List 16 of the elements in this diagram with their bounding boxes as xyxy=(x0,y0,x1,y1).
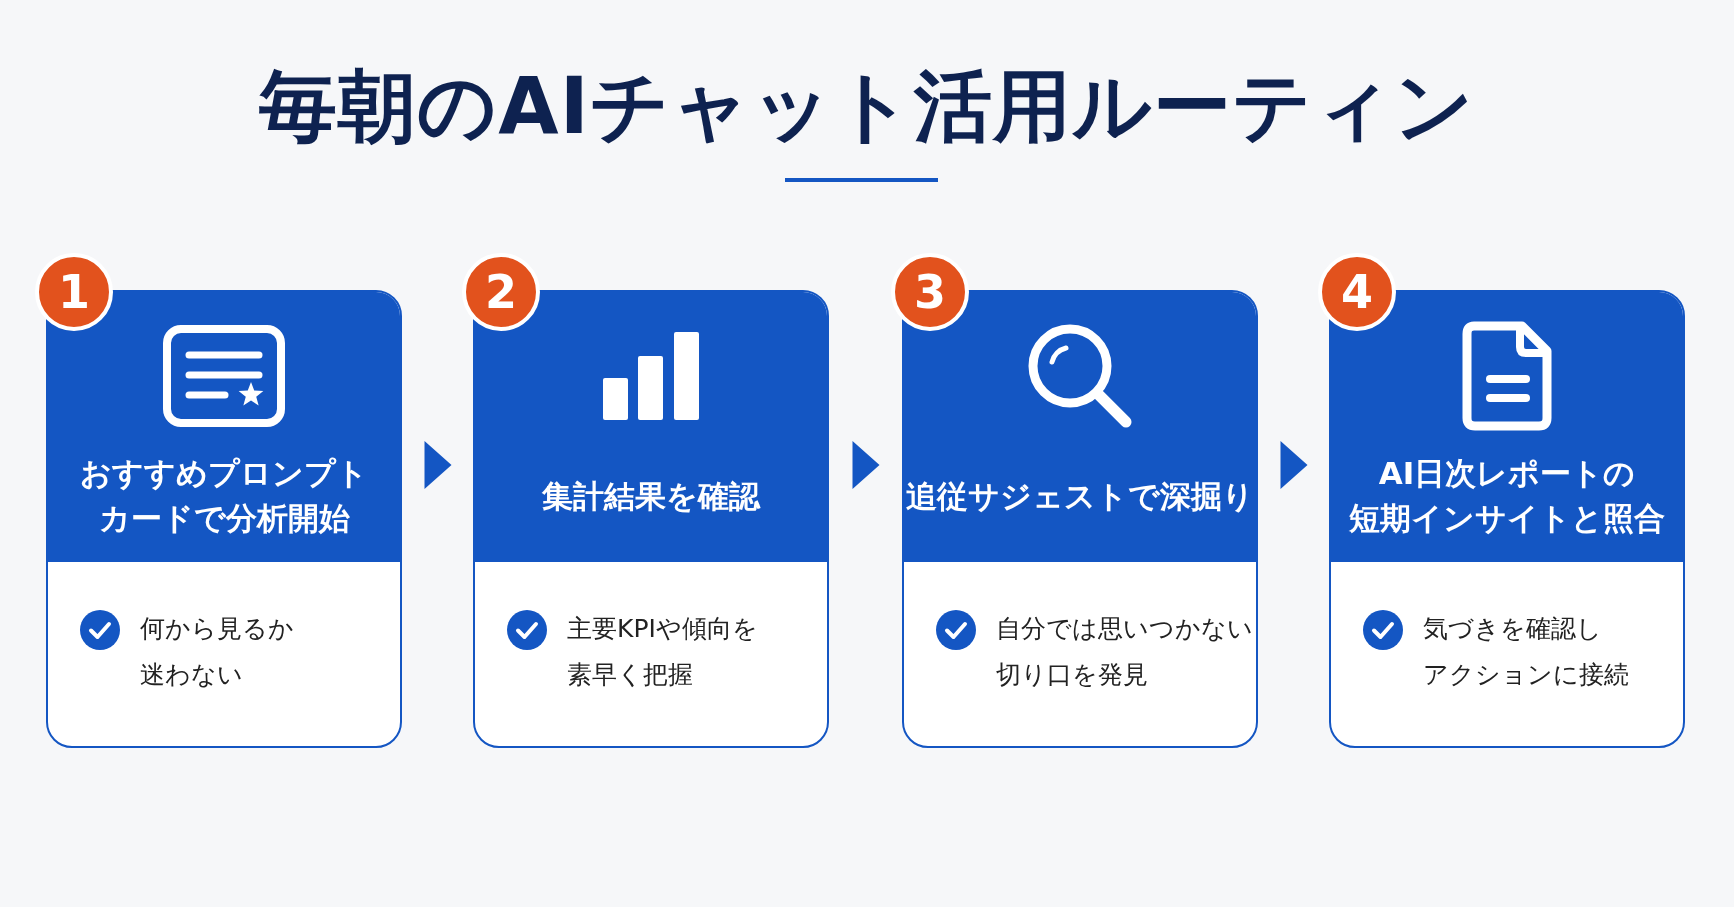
step-number-badge: 1 xyxy=(35,253,113,331)
step-number-badge: 4 xyxy=(1318,253,1396,331)
step-description: 何から見るか迷わない xyxy=(140,613,294,691)
arrow xyxy=(424,441,452,489)
step-description: 自分では思いつかない切り口を発見 xyxy=(996,613,1253,691)
step-title: おすすめプロンプトカードで分析開始 xyxy=(80,454,368,538)
title: 毎朝のAIチャット活用ルーティン xyxy=(259,60,1475,153)
step-number-badge: 3 xyxy=(891,253,969,331)
step-title: AI日次レポートの短期インサイトと照合 xyxy=(1349,454,1665,538)
step-title: 追従サジェストで深掘り xyxy=(906,476,1254,516)
step-number-badge: 2 xyxy=(462,253,540,331)
arrow xyxy=(852,441,880,489)
arrow xyxy=(1280,441,1308,489)
step-description: 主要KPIや傾向を素早く把握 xyxy=(567,613,758,691)
step-title: 集計結果を確認 xyxy=(542,476,760,516)
step-description: 気づきを確認しアクションに接続 xyxy=(1423,613,1629,691)
